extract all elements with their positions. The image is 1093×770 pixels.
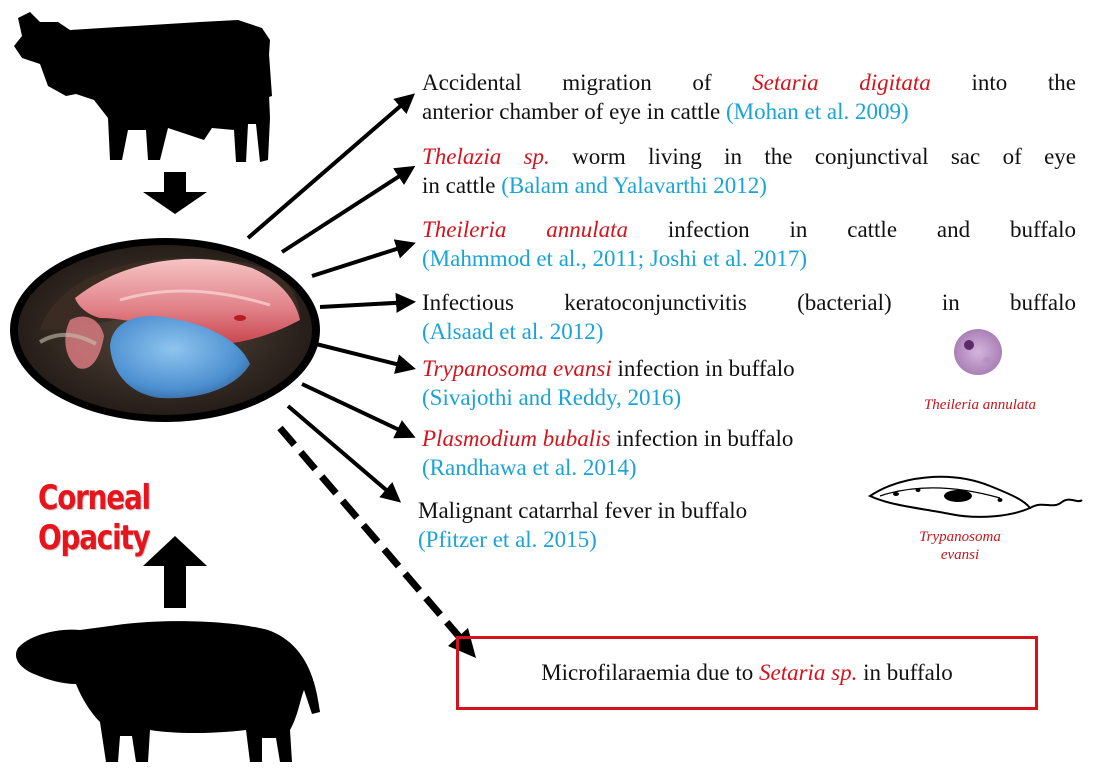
microfilaraemia-box: Microfilaraemia due to Setaria sp. in bu…	[456, 636, 1038, 710]
cause-1-text-b: into the	[931, 70, 1076, 95]
cow-silhouette-icon	[14, 12, 272, 162]
cause-2-continuation: in cattle	[422, 173, 501, 198]
cause-6-species: Plasmodium bubalis	[422, 426, 610, 451]
cause-item-4: Infectious keratoconjunctivitis (bacteri…	[422, 288, 1076, 346]
cause-1-text-a: Accidental migration of	[422, 70, 752, 95]
cause-item-3: Theileria annulata infection in cattle a…	[422, 215, 1076, 273]
trypanosoma-caption-line2: evansi	[941, 547, 979, 563]
down-arrow-icon	[143, 172, 207, 214]
trypanosoma-caption-line1: Trypanosoma	[919, 529, 1001, 545]
cause-item-6: Plasmodium bubalis infection in buffalo …	[422, 424, 1076, 482]
cause-2-species: Thelazia sp.	[422, 144, 550, 169]
cause-1-reference: (Mohan et al. 2009)	[726, 99, 909, 124]
cause-5-text: infection in buffalo	[612, 356, 795, 381]
theileria-caption: Theileria annulata	[900, 396, 1060, 414]
cause-3-text: infection in cattle and buffalo	[628, 217, 1076, 242]
arrow-to-cause-2	[282, 168, 412, 252]
cause-5-species: Trypanosoma evansi	[422, 356, 612, 381]
microfilaraemia-text-a: Microfilaraemia due to	[541, 660, 759, 685]
cause-2-reference: (Balam and Yalavarthi 2012)	[501, 173, 767, 198]
buffalo-silhouette-icon	[16, 621, 320, 762]
cause-4-text: Infectious keratoconjunctivitis (bacteri…	[422, 290, 1076, 315]
arrow-to-cause-1	[248, 96, 412, 238]
cause-item-2: Thelazia sp. worm living in the conjunct…	[422, 142, 1076, 200]
cause-item-1: Accidental migration of Setaria digitata…	[422, 68, 1076, 126]
arrow-to-cause-6	[302, 384, 412, 436]
arrow-to-cause-5	[316, 344, 412, 368]
corneal-opacity-label: Corneal Opacity	[38, 478, 268, 558]
cause-3-reference: (Mahmmod et al., 2011; Joshi et al. 2017…	[422, 244, 1076, 273]
trypanosoma-caption: Trypanosoma evansi	[880, 528, 1040, 564]
cause-1-species: Setaria digitata	[752, 70, 931, 95]
eye-photo	[10, 238, 320, 422]
cause-3-species: Theileria annulata	[422, 217, 628, 242]
cause-2-text: worm living in the conjunctival sac of e…	[550, 144, 1076, 169]
microfilaraemia-species: Setaria sp.	[759, 660, 857, 685]
arrow-to-cause-4	[320, 302, 412, 307]
cause-4-reference: (Alsaad et al. 2012)	[422, 317, 1076, 346]
cause-1-continuation: anterior chamber of eye in cattle	[422, 99, 726, 124]
cause-7-text: Malignant catarrhal fever in buffalo	[418, 498, 747, 523]
microfilaraemia-text-b: in buffalo	[857, 660, 952, 685]
arrow-to-cause-3	[312, 244, 412, 276]
cause-6-text: infection in buffalo	[610, 426, 793, 451]
cause-6-reference: (Randhawa et al. 2014)	[422, 453, 1076, 482]
